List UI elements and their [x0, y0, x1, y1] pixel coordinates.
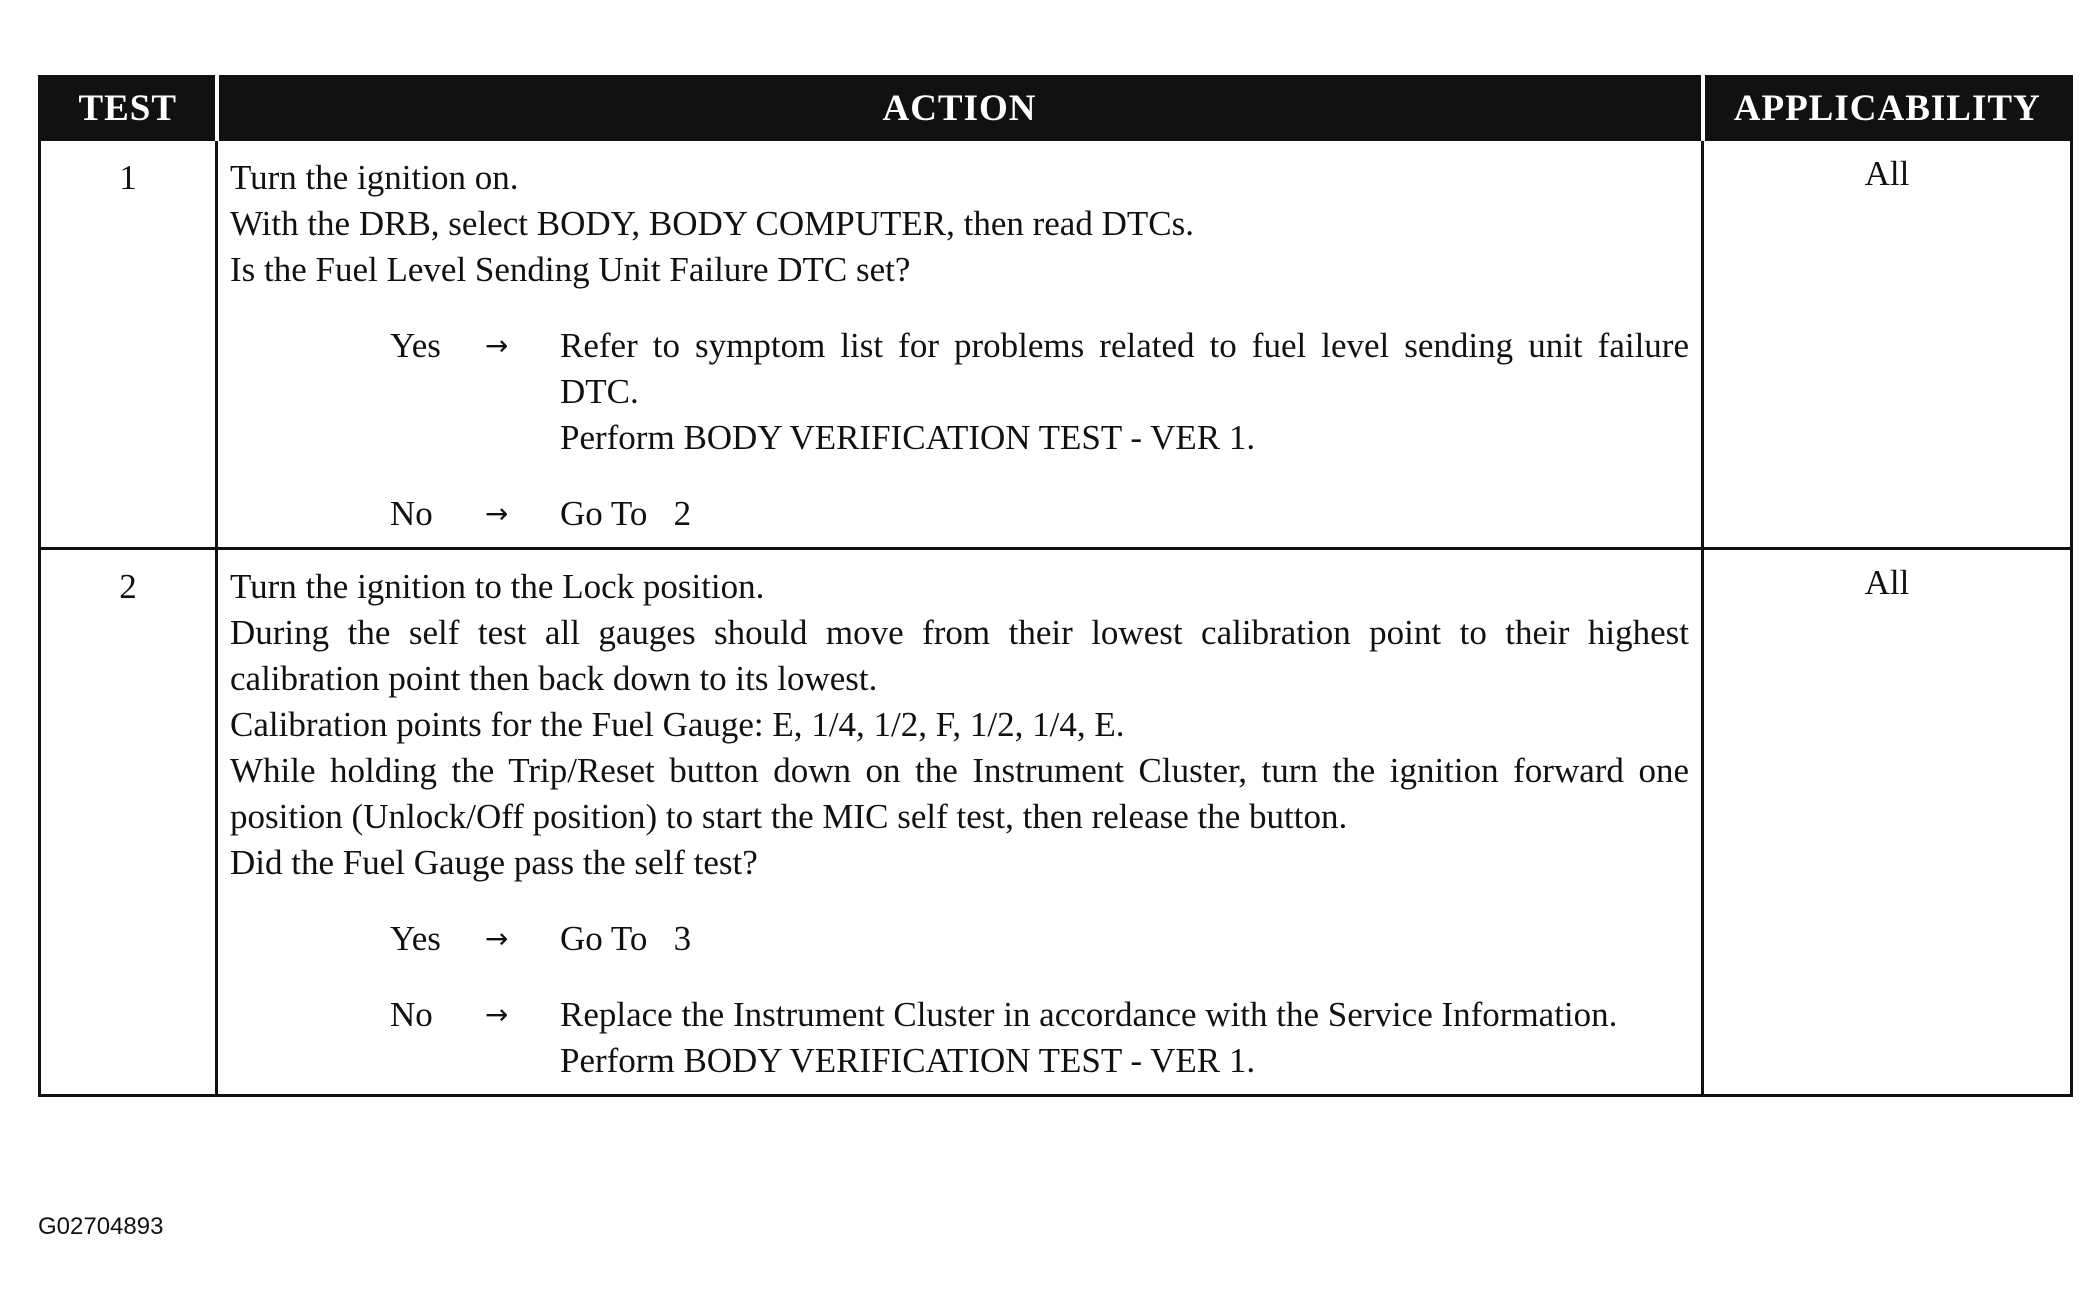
- answer-text: Go To 3: [560, 916, 1689, 962]
- answer-text: Go To 2: [560, 491, 1689, 537]
- answer-list: Yes → Go To 3 No → Replace the Instrumen…: [230, 916, 1689, 1084]
- answer-label: No: [390, 494, 433, 533]
- answer-text: Refer to symptom list for problems relat…: [560, 323, 1689, 461]
- arrow-right-icon: →: [485, 922, 509, 955]
- answer-no: No → Replace the Instrument Cluster in a…: [230, 992, 1689, 1084]
- answer-label: Yes: [390, 919, 441, 958]
- answer-no: No → Go To 2: [230, 491, 1689, 537]
- answer-yes: Yes → Go To 3: [230, 916, 1689, 962]
- answer-text: Replace the Instrument Cluster in accord…: [560, 992, 1689, 1084]
- test-number: 2: [38, 547, 218, 1097]
- action-line: Did the Fuel Gauge pass the self test?: [230, 843, 758, 882]
- answer-line: Go To 2: [560, 494, 692, 533]
- action-line: Turn the ignition to the Lock position.: [230, 567, 765, 606]
- answer-line: Replace the Instrument Cluster in accord…: [560, 995, 1618, 1034]
- answer-yes: Yes → Refer to symptom list for problems…: [230, 323, 1689, 461]
- action-line: During the self test all gauges should m…: [230, 613, 1689, 698]
- table-header-row: TEST ACTION APPLICABILITY: [39, 76, 2072, 140]
- answer-line: Go To 3: [560, 919, 692, 958]
- test-number: 1: [38, 138, 218, 550]
- figure-code: G02704893: [38, 1213, 164, 1240]
- table-row: 2 Turn the ignition to the Lock position…: [38, 547, 2073, 1097]
- diagnostic-test-table: TEST ACTION APPLICABILITY 1 Turn the ign…: [38, 75, 2073, 1097]
- arrow-right-icon: →: [485, 329, 509, 362]
- table-row: 1 Turn the ignition on. With the DRB, se…: [38, 138, 2073, 550]
- answer-list: Yes → Refer to symptom list for problems…: [230, 323, 1689, 537]
- answer-line: Refer to symptom list for problems relat…: [560, 326, 1689, 411]
- arrow-right-icon: →: [485, 497, 509, 530]
- answer-label: Yes: [390, 326, 441, 365]
- action-line: Is the Fuel Level Sending Unit Failure D…: [230, 250, 911, 289]
- answer-line: Perform BODY VERIFICATION TEST - VER 1.: [560, 1041, 1256, 1080]
- action-line: Turn the ignition on.: [230, 158, 519, 197]
- action-cell: Turn the ignition to the Lock position. …: [215, 547, 1704, 1097]
- applicability-value: All: [1701, 138, 2073, 550]
- action-line: With the DRB, select BODY, BODY COMPUTER…: [230, 204, 1194, 243]
- action-line: While holding the Trip/Reset button down…: [230, 751, 1689, 836]
- action-line: Calibration points for the Fuel Gauge: E…: [230, 705, 1125, 744]
- action-cell: Turn the ignition on. With the DRB, sele…: [215, 138, 1704, 550]
- column-header-test: TEST: [39, 76, 217, 140]
- applicability-value: All: [1701, 547, 2073, 1097]
- arrow-right-icon: →: [485, 998, 509, 1031]
- column-header-applicability: APPLICABILITY: [1700, 76, 2072, 140]
- answer-label: No: [390, 995, 433, 1034]
- answer-line: Perform BODY VERIFICATION TEST - VER 1.: [560, 418, 1256, 457]
- column-header-action: ACTION: [214, 76, 1703, 140]
